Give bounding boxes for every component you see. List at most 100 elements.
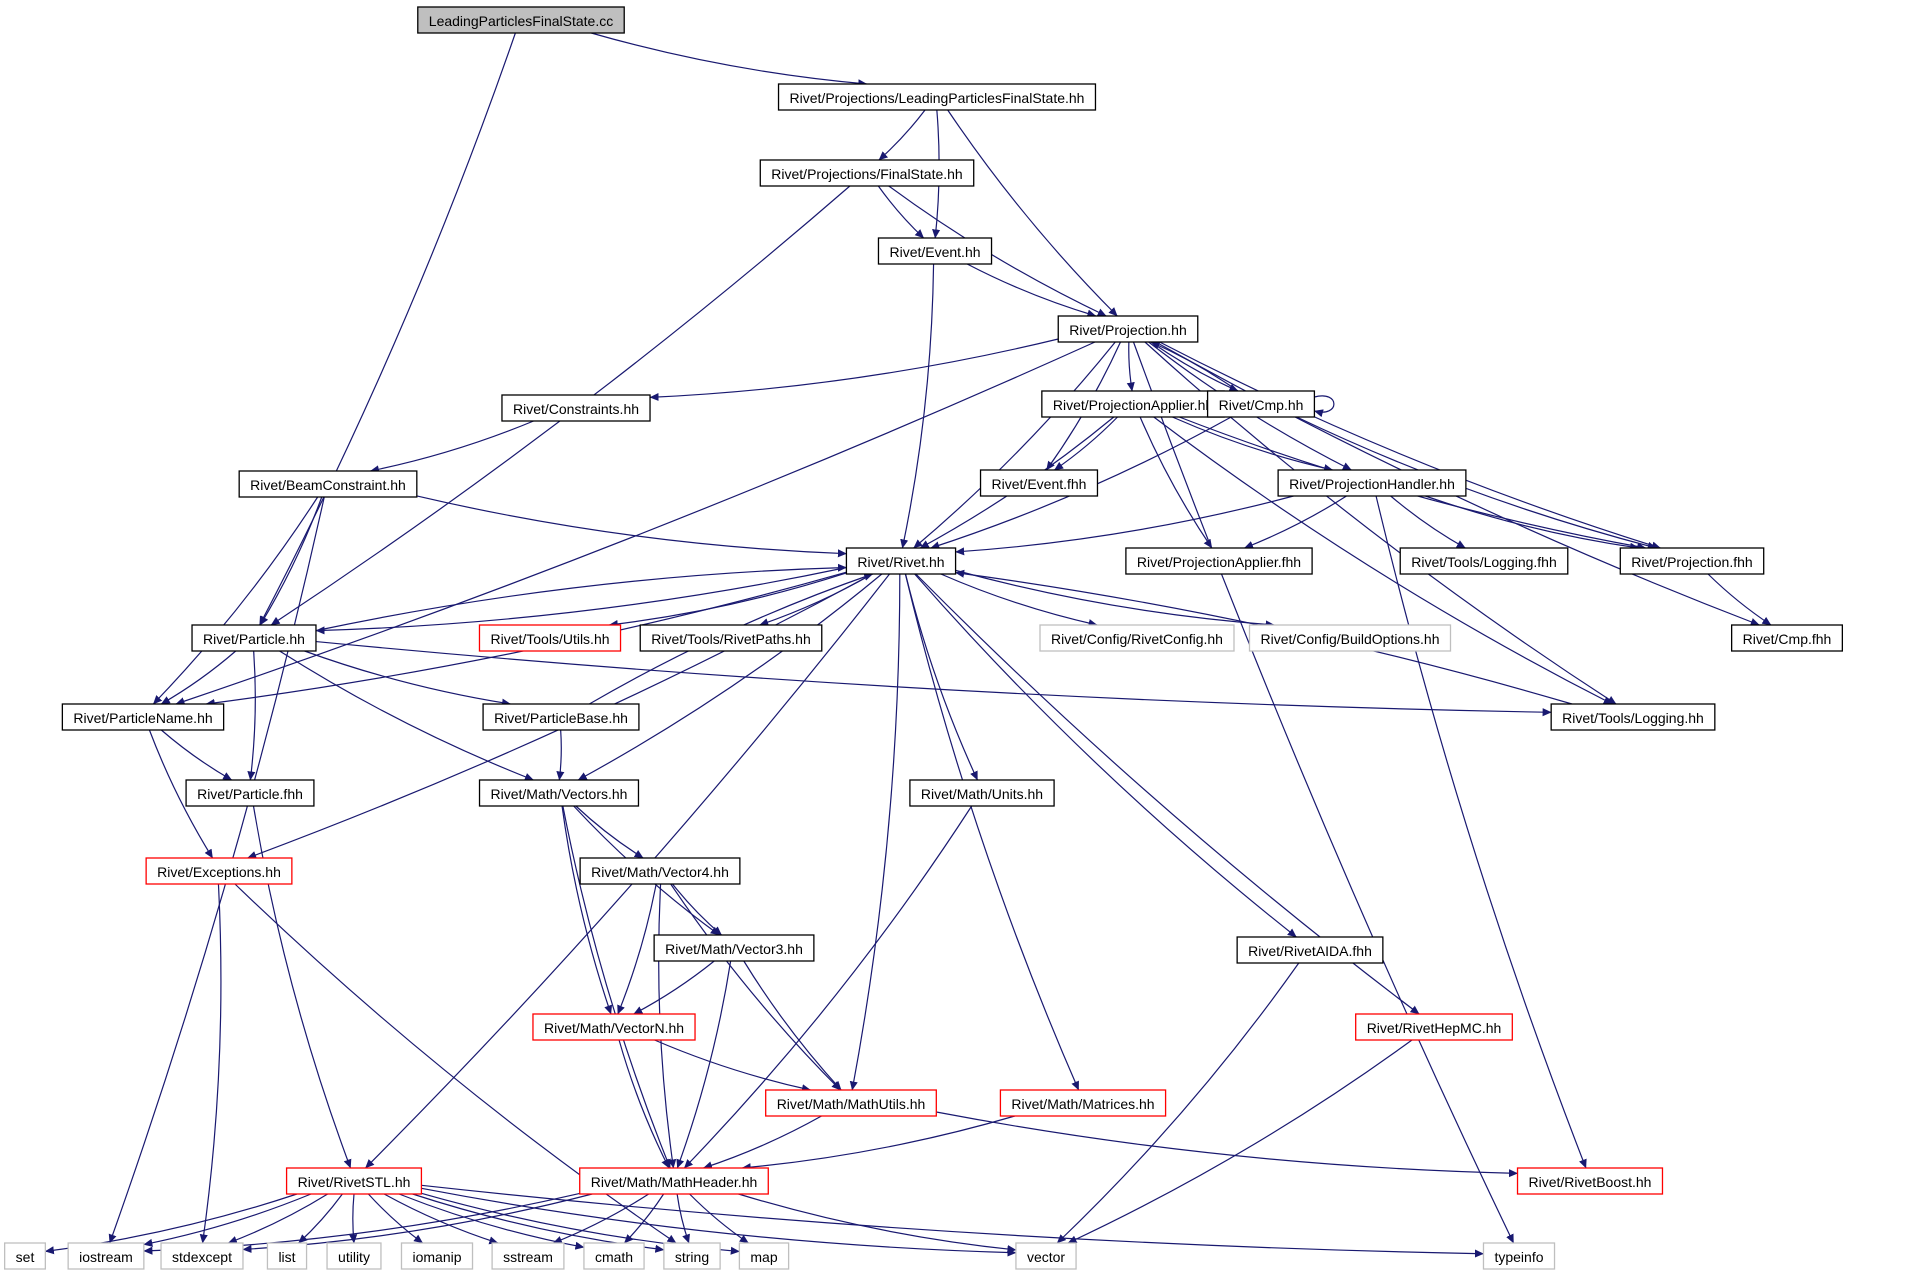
node-box [4,1242,46,1270]
node-rivet-math-vector3-hh[interactable]: Rivet/Math/Vector3.hh [653,934,815,962]
node-rivet-projections-leadingparticlesfinalstate-hh[interactable]: Rivet/Projections/LeadingParticlesFinalS… [777,83,1097,111]
node-rivet-cmp-fhh[interactable]: Rivet/Cmp.fhh [1730,624,1844,652]
node-rivet-particle-hh[interactable]: Rivet/Particle.hh [191,624,317,652]
node-box [478,779,640,807]
node-rivet-exceptions-hh[interactable]: Rivet/Exceptions.hh [145,857,293,885]
node-label: Rivet/RivetBoost.hh [1529,1174,1652,1190]
edge-projapplier_hh-to-event_fhh [1054,416,1118,471]
node-cmath: cmath [583,1242,645,1270]
node-rivet-rivet-hh[interactable]: Rivet/Rivet.hh [845,547,957,575]
node-rivet-particlebase-hh[interactable]: Rivet/ParticleBase.hh [482,703,640,731]
node-rivet-math-mathutils-hh[interactable]: Rivet/Math/MathUtils.hh [765,1089,937,1117]
node-rivet-projection-hh[interactable]: Rivet/Projection.hh [1057,315,1199,343]
node-box [1619,547,1765,575]
node-box [579,1167,769,1195]
node-label: Rivet/Particle.fhh [197,786,303,802]
edge-beamconstraint_hh-to-particlename_hh [152,496,319,705]
node-label: list [278,1249,295,1265]
node-rivet-event-hh[interactable]: Rivet/Event.hh [877,237,993,265]
node-rivet-math-vectorn-hh[interactable]: Rivet/Math/VectorN.hh [532,1013,696,1041]
node-box [845,547,957,575]
node-label: stdexcept [172,1249,232,1265]
edge-rivet_hh-to-matrices_hh [904,573,1080,1091]
node-rivet-math-vector4-hh[interactable]: Rivet/Math/Vector4.hh [579,857,741,885]
node-rivet-tools-logging-fhh[interactable]: Rivet/Tools/Logging.fhh [1399,547,1569,575]
edge-mathutils_hh-to-rivetboost_hh [936,1111,1518,1178]
node-box [160,1242,244,1270]
edge-projection_hh-to-projapplier_hh [1126,341,1135,392]
node-box [1015,1242,1077,1270]
edge-constraints_hh-to-beamconstraint_hh [369,420,534,474]
node-rivet-tools-logging-hh[interactable]: Rivet/Tools/Logging.hh [1550,703,1716,731]
edge-event_hh-to-rivet_hh [900,263,935,549]
node-rivet-cmp-hh[interactable]: Rivet/Cmp.hh [1206,390,1316,418]
node-rivet-rivetaida-fhh[interactable]: Rivet/RivetAIDA.fhh [1236,936,1384,964]
node-rivet-math-mathheader-hh[interactable]: Rivet/Math/MathHeader.hh [579,1167,769,1195]
edge-projection_hh-to-rivet_hh [913,341,1116,549]
edge-rivetstl_hh-to-vector [421,1187,1017,1257]
node-rivet-projectionhandler-hh[interactable]: Rivet/ProjectionHandler.hh [1277,469,1467,497]
node-box [777,83,1097,111]
node-label: Rivet/ProjectionHandler.hh [1289,476,1455,492]
node-box [532,1013,696,1041]
node-box [491,1242,565,1270]
edge-fs_hh-to-projection_hh [888,185,1107,317]
node-rivet-tools-rivetpaths-hh[interactable]: Rivet/Tools/RivetPaths.hh [639,624,823,652]
node-label: Rivet/Math/VectorN.hh [544,1020,684,1036]
node-rivet-particle-fhh[interactable]: Rivet/Particle.fhh [185,779,315,807]
node-rivet-projectionapplier-fhh[interactable]: Rivet/ProjectionApplier.fhh [1125,547,1313,575]
edge-vector4_hh-to-mathutils_hh [670,883,841,1091]
node-label: Rivet/RivetHepMC.hh [1367,1020,1502,1036]
edge-projection_hh-to-cmp_hh [1150,341,1239,392]
node-list: list [266,1242,308,1270]
edge-particle_hh-to-particle_fhh [247,650,256,781]
node-rivet-math-vectors-hh[interactable]: Rivet/Math/Vectors.hh [478,779,640,807]
node-rivet-event-fhh[interactable]: Rivet/Event.fhh [979,469,1099,497]
node-label: typeinfo [1494,1249,1543,1265]
node-label: Rivet/Projections/LeadingParticlesFinalS… [790,90,1085,106]
edge-projection_fhh-to-cmp_fhh [1707,573,1772,626]
node-rivet-constraints-hh[interactable]: Rivet/Constraints.hh [501,394,651,422]
edge-exceptions_hh-to-stdexcept [199,883,222,1244]
node-label: cmath [595,1249,633,1265]
node-rivet-rivethepmc-hh[interactable]: Rivet/RivetHepMC.hh [1355,1013,1513,1041]
node-label: Rivet/Math/Vector4.hh [591,864,729,880]
edge-cmp_hh-to-projection_hh [1150,341,1239,392]
node-rivet-rivetstl-hh[interactable]: Rivet/RivetSTL.hh [285,1167,423,1195]
edge-vectors_hh-to-vectorn_hh [561,805,613,1015]
node-rivet-projections-finalstate-hh[interactable]: Rivet/Projections/FinalState.hh [759,159,975,187]
node-box [1399,547,1569,575]
node-rivet-projection-fhh[interactable]: Rivet/Projection.fhh [1619,547,1765,575]
node-box [583,1242,645,1270]
edge-lpfs_cc-to-particle_hh [259,32,516,626]
node-box [738,1242,790,1270]
node-leadingparticlesfinalstate-cc[interactable]: LeadingParticlesFinalState.cc [417,6,625,34]
node-rivet-projectionapplier-hh[interactable]: Rivet/ProjectionApplier.hh [1041,390,1225,418]
edge-cmp_hh-to-projection_fhh [1296,416,1657,550]
edge-projapplier_hh-to-projapplier_fhh [1139,416,1213,549]
node-iomanip: iomanip [400,1242,474,1270]
node-box [1730,624,1844,652]
node-rivet-particlename-hh[interactable]: Rivet/ParticleName.hh [61,703,225,731]
node-box [145,857,293,885]
node-label: Rivet/Tools/Logging.fhh [1411,554,1557,570]
node-rivet-math-matrices-hh[interactable]: Rivet/Math/Matrices.hh [999,1089,1167,1117]
edge-rivetstl_hh-to-iostream [143,1193,312,1247]
node-rivet-math-units-hh[interactable]: Rivet/Math/Units.hh [909,779,1055,807]
edge-vectorn_hh-to-mathheader_hh [618,1039,670,1169]
node-label: Rivet/Tools/Logging.hh [1562,710,1704,726]
node-box [759,159,975,187]
node-map: map [738,1242,790,1270]
edge-particle_hh-to-particlename_hh [160,650,237,705]
node-label: Rivet/ProjectionApplier.fhh [1137,554,1301,570]
node-label: string [675,1249,709,1265]
node-box [1125,547,1313,575]
node-rivet-tools-utils-hh[interactable]: Rivet/Tools/Utils.hh [478,624,622,652]
node-box [1550,703,1716,731]
node-rivet-beamconstraint-hh[interactable]: Rivet/BeamConstraint.hh [238,470,418,498]
node-box [1236,936,1384,964]
node-stdexcept: stdexcept [160,1242,244,1270]
edge-projhandler_hh-to-logging_fhh [1390,495,1466,549]
edge-exceptions_hh-to-string [234,883,677,1244]
node-rivet-rivetboost-hh[interactable]: Rivet/RivetBoost.hh [1516,1167,1664,1195]
